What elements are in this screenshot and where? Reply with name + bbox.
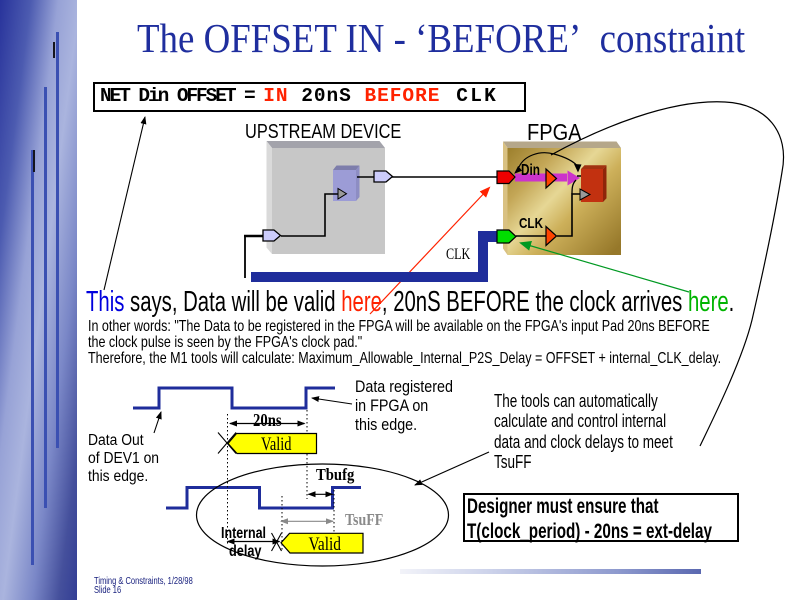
svg-text:Valid: Valid xyxy=(261,435,292,455)
svg-text:Valid: Valid xyxy=(309,535,342,555)
